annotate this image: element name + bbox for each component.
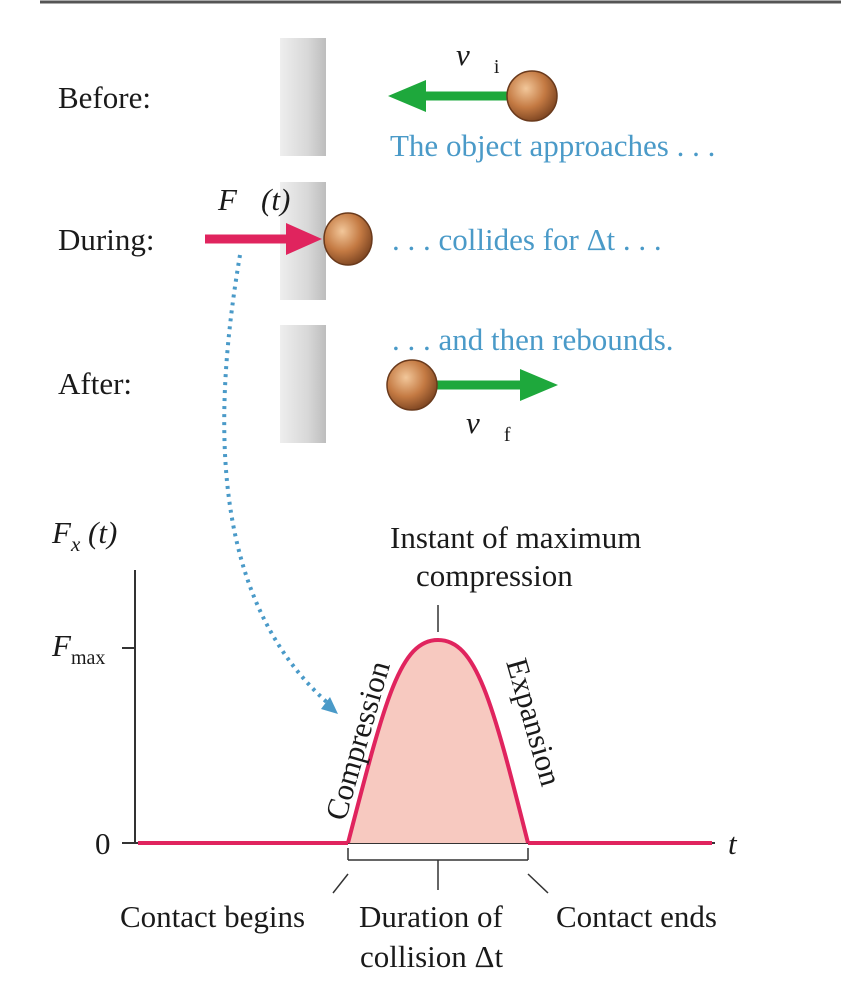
duration-label-line1: Duration of — [359, 899, 503, 934]
dotted-connector-arrow — [222, 254, 338, 714]
peak-annotation-line1: Instant of maximum — [390, 520, 641, 555]
caption-rebounds: . . . and then rebounds. — [392, 322, 674, 357]
caption-approaches: The object approaches . . . — [390, 128, 715, 163]
velocity-final-arrow — [432, 369, 558, 401]
during-label: During: — [58, 222, 154, 257]
y-axis-label: Fx (t) — [51, 515, 117, 556]
wall-after — [280, 325, 326, 443]
velocity-initial-arrow — [388, 80, 510, 112]
contact-begins-leader — [332, 873, 349, 894]
contact-ends-label: Contact ends — [556, 899, 717, 934]
contact-begins-label: Contact begins — [120, 899, 305, 934]
v-initial-label: v⃗i — [456, 37, 500, 78]
contact-ends-leader — [527, 873, 549, 894]
ball-before — [506, 70, 558, 122]
force-label: F⃗(t) — [217, 182, 290, 217]
after-label: After: — [58, 366, 132, 401]
pulse-curve — [346, 637, 530, 844]
before-label: Before: — [58, 80, 151, 115]
x-axis-label: t — [728, 826, 738, 861]
v-final-label: v⃗f — [466, 405, 511, 446]
zero-label: 0 — [95, 826, 111, 861]
duration-label-line2: collision Δt — [360, 939, 503, 974]
duration-bracket — [347, 848, 529, 890]
force-arrow — [205, 223, 322, 255]
fmax-label: Fmax — [51, 628, 105, 669]
wall-before — [280, 38, 326, 156]
ball-after — [386, 359, 438, 411]
ball-during — [323, 212, 373, 266]
peak-annotation-line2: compression — [416, 558, 573, 593]
caption-collides: . . . collides for Δt . . . — [392, 222, 662, 257]
